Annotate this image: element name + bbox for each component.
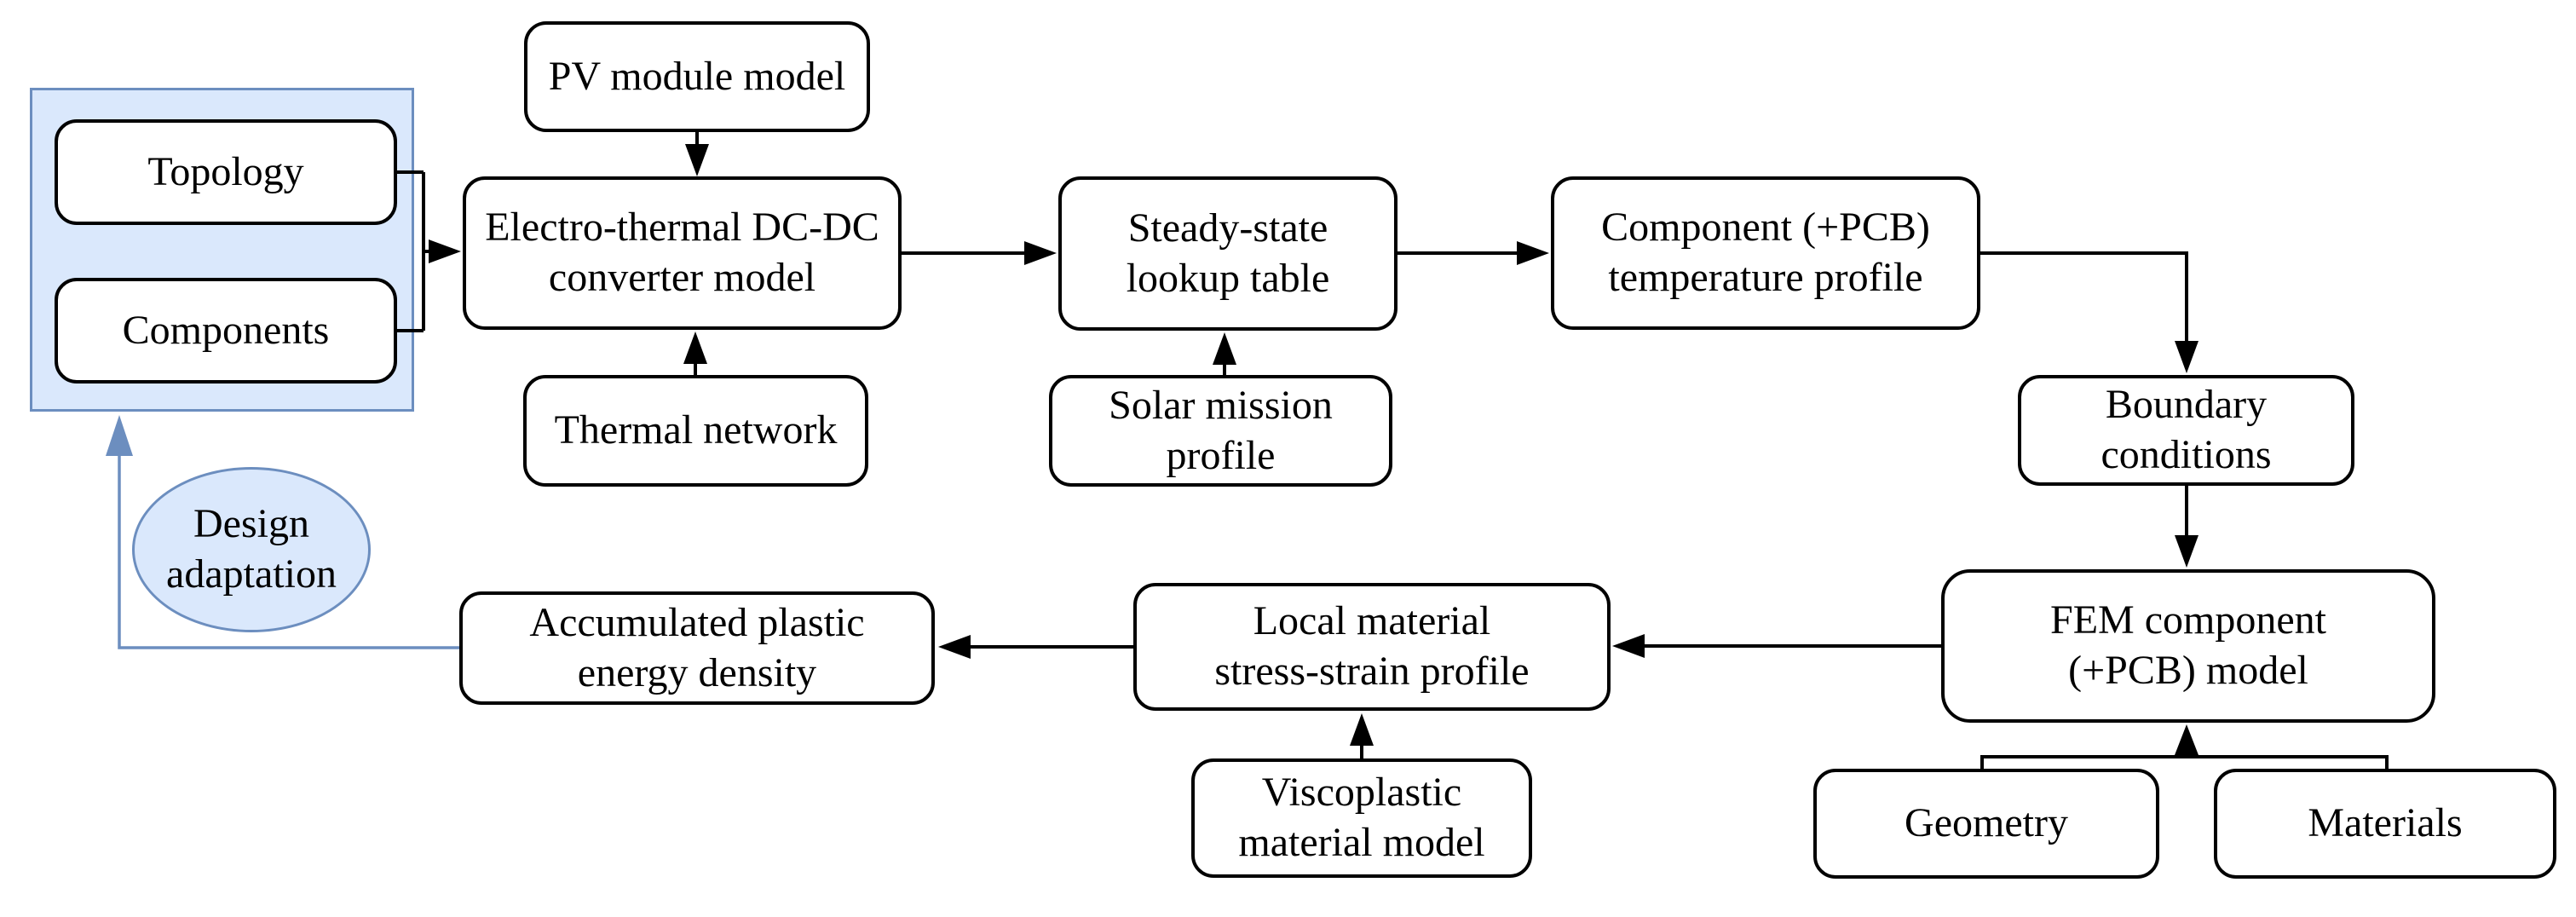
node-topology: Topology [55, 119, 397, 225]
node-accumulated-plastic-energy: Accumulated plastic energy density [459, 591, 935, 705]
node-boundary-conditions: Boundary conditions [2018, 375, 2354, 486]
arrow-pv-to-converter [685, 132, 709, 176]
node-electro-thermal-converter: Electro-thermal DC-DC converter model [463, 176, 902, 330]
arrow-converter-to-steady [902, 241, 1057, 265]
arrow-boundary-to-fem [2175, 486, 2199, 568]
bracket-topology-components-to-converter [397, 170, 461, 332]
bracket-geometry-materials-to-fem [1980, 724, 2389, 769]
arrow-steady-to-component-temp [1397, 241, 1549, 265]
node-fem-component-model: FEM component (+PCB) model [1941, 569, 2435, 723]
arrow-thermal-to-converter [683, 332, 707, 375]
node-solar-mission-profile: Solar mission profile [1049, 375, 1392, 487]
node-pv-module-model: PV module model [524, 21, 870, 132]
node-viscoplastic-material-model: Viscoplastic material model [1191, 758, 1532, 878]
feedback-arrow-accumulated-to-design-space [106, 415, 459, 649]
arrow-local-stress-to-accumulated [938, 635, 1133, 659]
node-components: Components [55, 278, 397, 384]
node-geometry: Geometry [1813, 769, 2159, 879]
node-steady-state-lookup: Steady-state lookup table [1058, 176, 1397, 331]
node-thermal-network: Thermal network [523, 375, 868, 487]
arrow-viscoplastic-to-local-stress [1350, 713, 1374, 758]
arrow-component-temp-to-boundary [1980, 251, 2199, 373]
design-adaptation-ellipse: Design adaptation [132, 467, 371, 632]
arrow-fem-to-local-stress [1612, 634, 1941, 658]
node-local-stress-strain-profile: Local material stress-strain profile [1133, 583, 1611, 711]
node-materials: Materials [2214, 769, 2556, 879]
node-component-temperature-profile: Component (+PCB) temperature profile [1551, 176, 1980, 330]
arrow-solar-to-steady [1213, 332, 1236, 375]
